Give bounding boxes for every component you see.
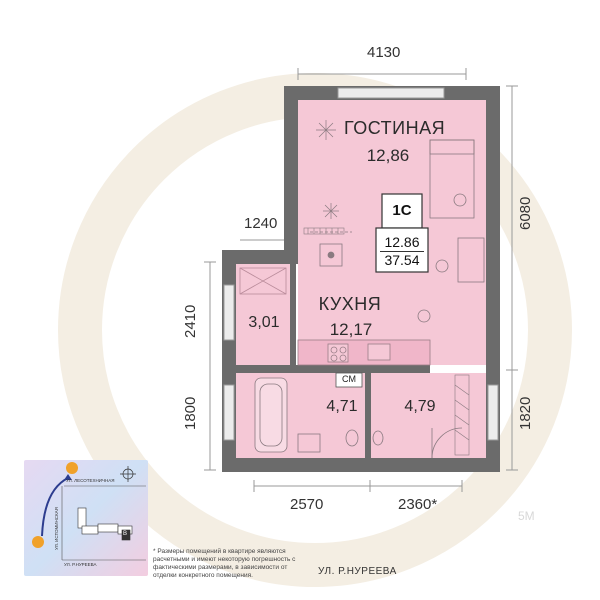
dim-bottom-left: 2570 — [290, 496, 324, 513]
location-minimap: УЛ. ЛЕСОТЕХНИЧНАЯ УЛ. ИСТОМИНСКАЯ УЛ. Р.… — [24, 460, 148, 576]
minimap-street-bottom: УЛ. Р.НУРЕЕВА — [64, 562, 97, 567]
bathtub — [254, 377, 288, 453]
dim-left-middle: 2410 — [182, 304, 199, 338]
bathroom-area: 4,71 — [326, 398, 358, 415]
kitchen-area: 12,17 — [329, 320, 373, 339]
hall-wardrobe — [454, 374, 470, 456]
washing-machine — [335, 372, 363, 388]
apartment-living-area: 12.86 — [384, 234, 420, 250]
dim-left-upper: 1240 — [244, 215, 278, 232]
dim-right: 6080 — [517, 196, 534, 230]
storage-closet — [239, 267, 287, 295]
kitchen-counter — [297, 339, 431, 366]
minimap-street-top: УЛ. ЛЕСОТЕХНИЧНАЯ — [66, 478, 115, 483]
apartment-info-divider — [380, 251, 424, 252]
ceiling-lamp-icons — [316, 120, 339, 219]
dim-left-lower: 1800 — [182, 396, 199, 430]
apartment-info-box — [375, 193, 429, 273]
minimap-drawing — [32, 462, 146, 561]
apartment-type: 1С — [392, 202, 412, 219]
dim-right-lower: 1820 — [517, 396, 534, 430]
washing-machine-label: СМ — [342, 374, 356, 384]
radiator — [303, 227, 345, 235]
bath-fixtures — [297, 429, 384, 453]
living-room-name: ГОСТИНАЯ — [344, 118, 446, 138]
windows — [223, 87, 499, 441]
dim-top: 4130 — [367, 44, 401, 61]
desk-chair — [417, 193, 485, 323]
compass-icon — [120, 466, 136, 482]
sun-icon — [66, 462, 78, 474]
entry-door — [431, 427, 463, 459]
storage-area: 3,01 — [248, 314, 280, 331]
dining-table — [310, 231, 352, 267]
bed — [429, 139, 475, 219]
footnote: * Размеры помещений в квартире являются … — [153, 548, 296, 579]
dimension-lines — [204, 68, 518, 492]
kitchen-name: КУХНЯ — [318, 294, 382, 314]
minimap-buildings — [77, 507, 133, 541]
apartment-total-area: 37.54 — [384, 252, 420, 268]
hall-area: 4,79 — [404, 398, 436, 415]
street-label-bottom: УЛ. Р.НУРЕЕВА — [318, 566, 397, 577]
living-room-area: 12,86 — [366, 146, 410, 165]
dim-bottom-right: 2360* — [398, 496, 438, 513]
minimap-street-side: УЛ. ИСТОМИНСКАЯ — [54, 507, 59, 550]
minimap-building-marker: В — [123, 531, 128, 537]
watermark-text: 5M — [518, 509, 535, 523]
sun-icon-2 — [32, 536, 44, 548]
